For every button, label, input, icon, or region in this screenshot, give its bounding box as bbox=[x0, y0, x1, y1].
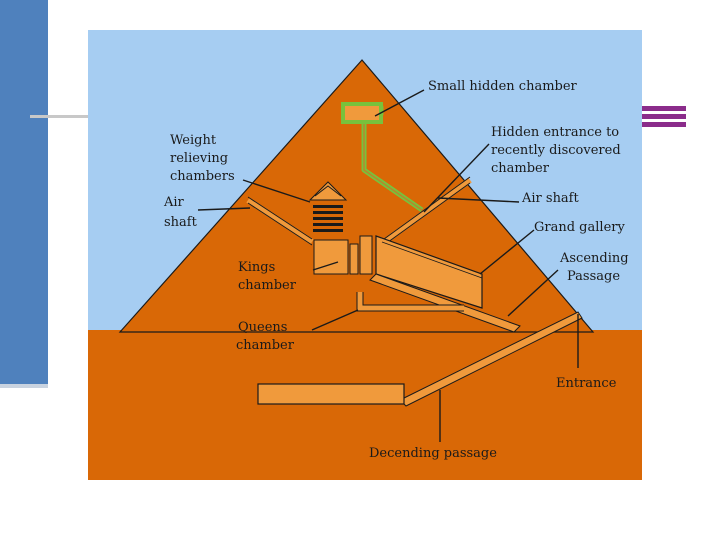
label-weight-relieving-2: relieving bbox=[170, 151, 228, 166]
side-accent-bar bbox=[0, 0, 48, 386]
label-hidden-entrance-1: Hidden entrance to bbox=[491, 125, 619, 140]
label-weight-relieving-1: Weight bbox=[170, 133, 217, 148]
label-weight-relieving-3: chambers bbox=[170, 169, 235, 184]
label-air-shaft-right: Air shaft bbox=[521, 191, 579, 206]
label-air-shaft-left-2: shaft bbox=[164, 215, 198, 230]
label-queens-2: chamber bbox=[236, 338, 295, 353]
label-hidden-entrance-2: recently discovered bbox=[491, 143, 621, 158]
accent-bars bbox=[640, 106, 686, 128]
weight-relieving-chambers bbox=[313, 205, 343, 232]
left-air-shaft-line bbox=[246, 197, 314, 245]
label-small-hidden-chamber: Small hidden chamber bbox=[428, 79, 578, 94]
grand-gallery bbox=[375, 235, 483, 309]
ascending-passage bbox=[369, 273, 521, 333]
label-descending: Decending passage bbox=[369, 446, 497, 461]
antechamber bbox=[349, 243, 359, 275]
side-bar-shadow bbox=[0, 384, 48, 388]
label-entrance: Entrance bbox=[556, 376, 617, 391]
label-grand-gallery: Grand gallery bbox=[534, 220, 625, 235]
label-hidden-entrance-3: chamber bbox=[491, 161, 550, 176]
title-rule-left bbox=[30, 115, 90, 118]
small-hidden-chamber bbox=[341, 102, 383, 124]
right-air-shaft-line bbox=[382, 177, 472, 245]
label-kings-1: Kings bbox=[238, 260, 275, 275]
label-air-shaft-left-1: Air bbox=[163, 195, 185, 210]
label-kings-2: chamber bbox=[238, 278, 297, 293]
queens-chamber bbox=[357, 292, 464, 311]
subterranean-chamber bbox=[257, 383, 405, 405]
label-ascending-2: Passage bbox=[567, 269, 620, 284]
label-queens-1: Queens bbox=[238, 320, 287, 335]
ground bbox=[88, 330, 642, 480]
kings-chamber bbox=[313, 239, 349, 275]
label-ascending-1: Ascending bbox=[559, 251, 629, 266]
pyramid-diagram: Small hidden chamber Weight relieving ch… bbox=[88, 30, 642, 480]
pyramid bbox=[118, 59, 595, 333]
leader-lines bbox=[197, 89, 579, 442]
weight-relieving-roof bbox=[308, 181, 348, 201]
